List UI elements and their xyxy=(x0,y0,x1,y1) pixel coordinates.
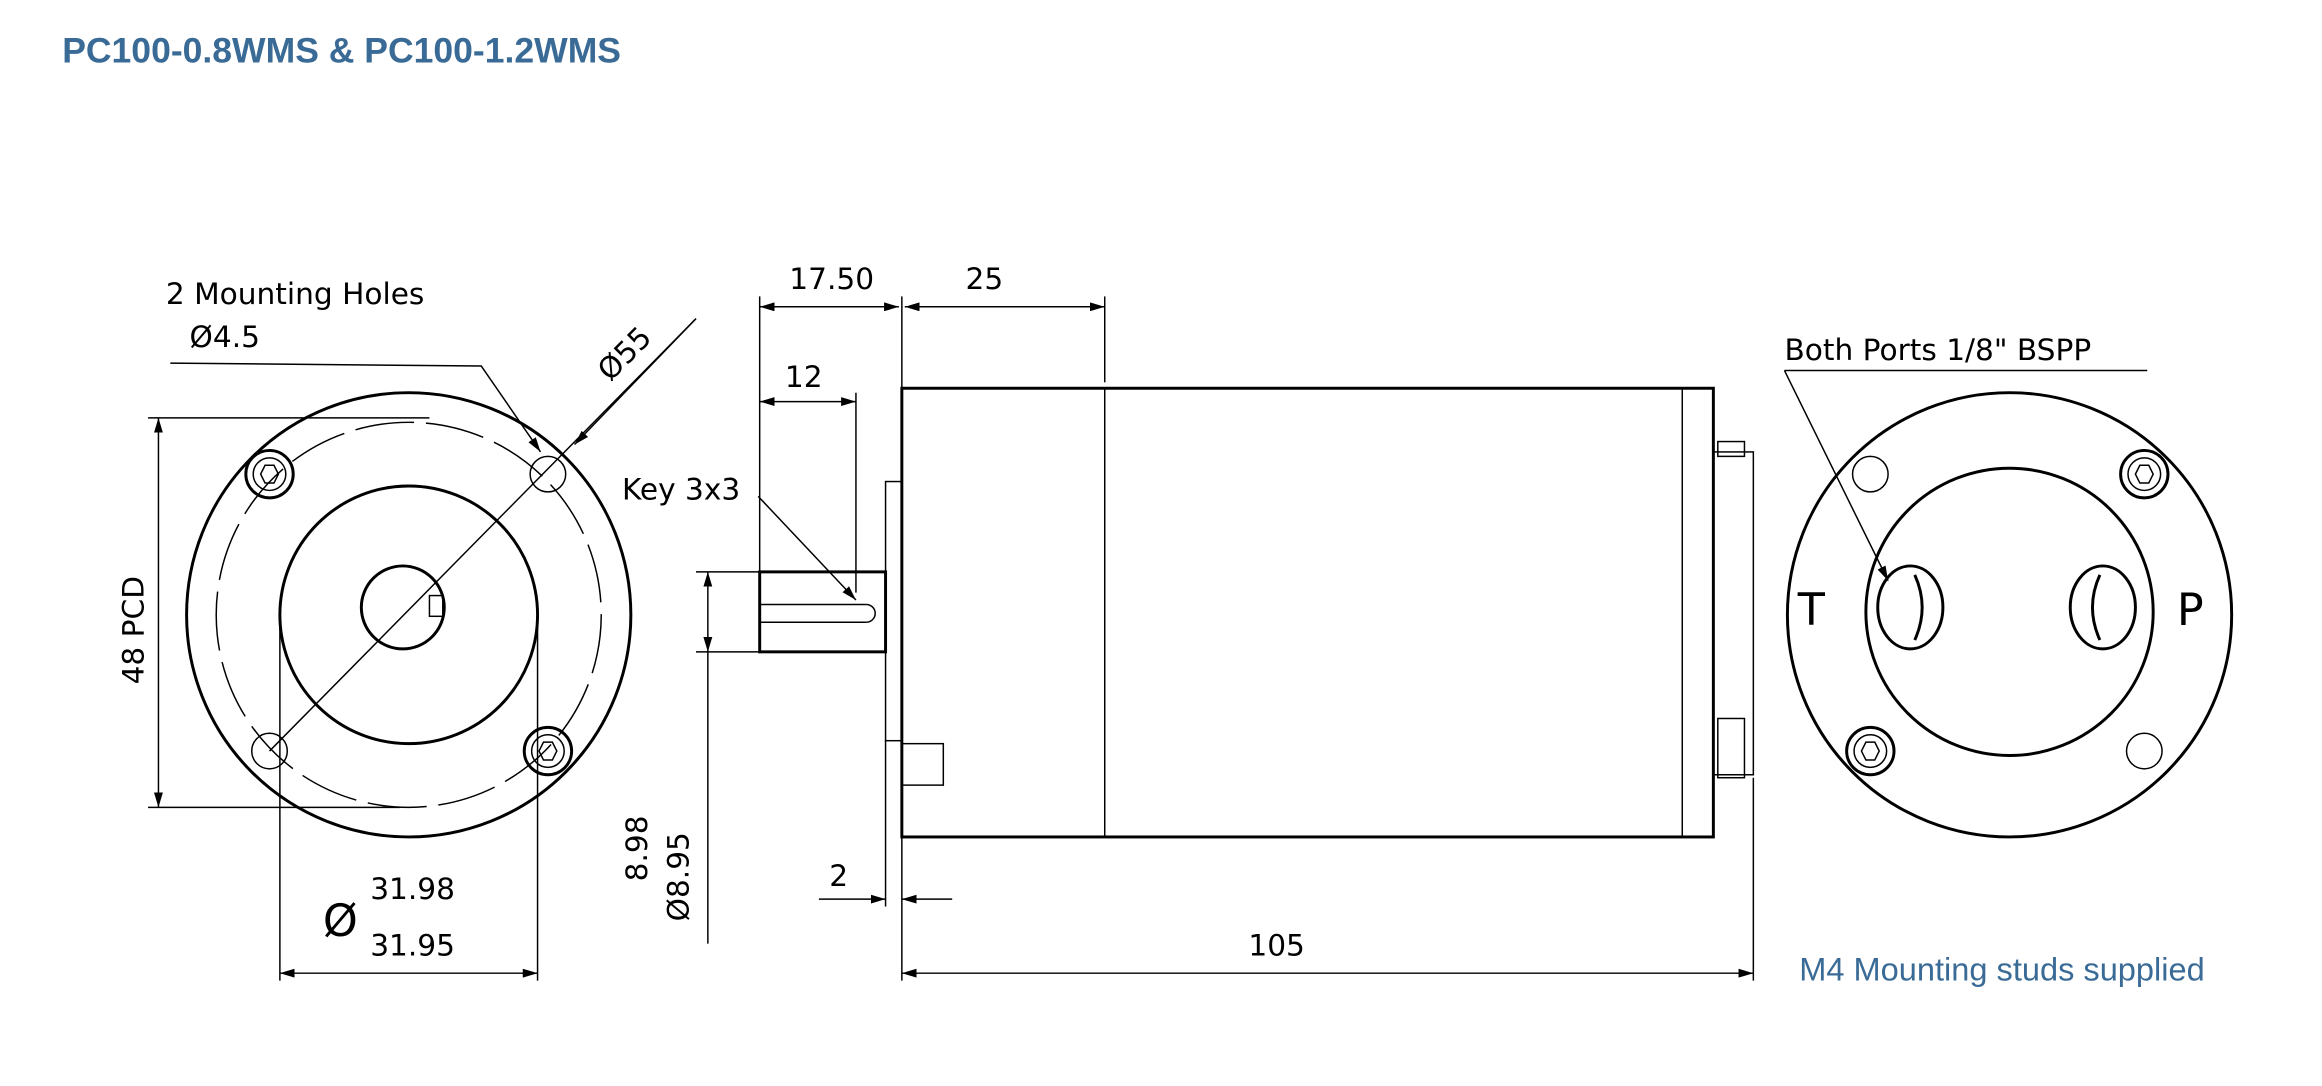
port-p-label: P xyxy=(2177,585,2204,636)
rear-cap xyxy=(1712,451,1755,776)
dim-12: 12 xyxy=(785,360,823,394)
dia-symbol: Ø xyxy=(323,896,358,947)
diameter-leader xyxy=(268,318,697,752)
flange xyxy=(884,480,903,742)
holes-leader xyxy=(170,362,542,453)
footnote: M4 Mounting studs supplied xyxy=(1799,952,2204,988)
dim-105: 105 xyxy=(1248,928,1305,962)
spigot-max-label: 31.98 xyxy=(370,872,455,906)
screw-icon xyxy=(244,448,295,500)
mounting-hole xyxy=(529,455,567,493)
page-title: PC100-0.8WMS & PC100-1.2WMS xyxy=(62,30,621,70)
mounting-hole xyxy=(251,732,289,770)
shaft-circle xyxy=(359,564,446,651)
spigot-circle xyxy=(278,484,540,746)
motor-body xyxy=(900,386,1715,839)
rear-view: T P Both Ports 1/8" BSPP xyxy=(1783,333,2234,839)
port-t-label: T xyxy=(1797,585,1826,636)
mounting-hole xyxy=(1851,455,1889,493)
outer-flange-circle xyxy=(185,391,633,839)
side-view: 17.50 25 12 Key 3x3 8.98 Ø8.95 2 105 xyxy=(620,262,1755,981)
pcd-label: 48 PCD xyxy=(117,576,151,684)
screw-icon xyxy=(522,725,574,777)
screw-icon xyxy=(1845,725,1896,777)
screw-icon xyxy=(2119,448,2170,500)
hole-dia-label: Ø4.5 xyxy=(190,320,260,354)
key-label: Key 3x3 xyxy=(622,472,740,506)
mounting-hole xyxy=(2125,732,2163,770)
mounting-holes-label: 2 Mounting Holes xyxy=(166,277,425,311)
rear-outer-circle xyxy=(1785,391,2234,839)
dim-2: 2 xyxy=(829,859,848,893)
spigot-min-label: 31.95 xyxy=(370,928,455,962)
outer-dia-label: Ø55 xyxy=(591,320,658,387)
dim-17-50: 17.50 xyxy=(789,262,874,296)
dim-25: 25 xyxy=(966,262,1004,296)
shaft-key xyxy=(428,594,444,618)
rear-inner-circle xyxy=(1864,466,2155,757)
port-p xyxy=(2068,564,2137,651)
pcd-circle xyxy=(215,421,602,809)
ports-label: Both Ports 1/8" BSPP xyxy=(1784,333,2091,367)
shaft-min-label: Ø8.95 xyxy=(662,832,696,921)
stud-block xyxy=(901,742,945,786)
port-t xyxy=(1876,564,1945,651)
shaft-max-label: 8.98 xyxy=(620,815,654,881)
front-view: 2 Mounting Holes Ø4.5 Ø55 48 PCD Ø 31.98… xyxy=(117,277,697,981)
shaft xyxy=(758,570,888,654)
